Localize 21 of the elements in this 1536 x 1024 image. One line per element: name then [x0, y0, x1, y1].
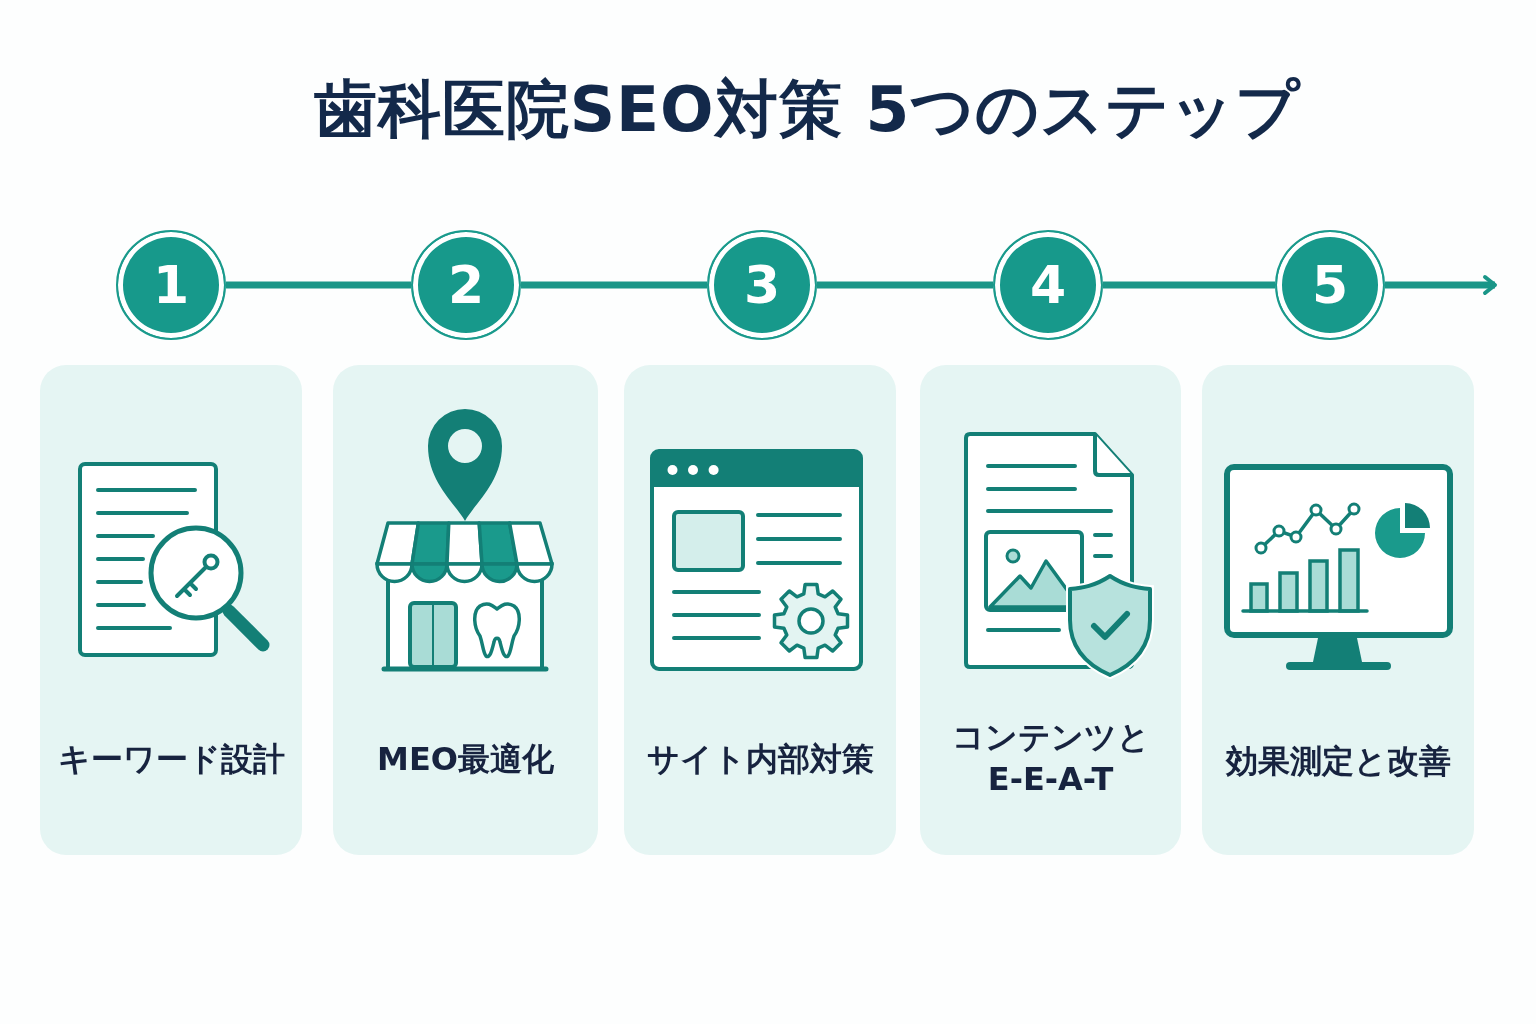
step-number-circle: 1	[116, 230, 226, 340]
connector-line	[817, 281, 993, 289]
step-card	[920, 365, 1181, 855]
step-label: コンテンツとE-E-A-T	[950, 717, 1151, 800]
step-label: サイト内部対策	[646, 739, 874, 781]
step-label: 効果測定と改善	[1225, 741, 1451, 783]
step-card	[1202, 365, 1474, 855]
title: 歯科医院SEO対策 5つのステップ	[313, 72, 1301, 148]
step-number-circle: 2	[411, 230, 521, 340]
step-label: キーワード設計	[57, 739, 285, 781]
connector-line	[521, 281, 707, 289]
connector-line	[1103, 281, 1275, 289]
arrow	[1385, 275, 1497, 295]
step-number-circle: 3	[707, 230, 817, 340]
step-card	[40, 365, 302, 855]
step-card	[624, 365, 896, 855]
connector-line	[226, 281, 411, 289]
step-number-circle: 4	[993, 230, 1103, 340]
step-number-circle: 5	[1275, 230, 1385, 340]
step-label: MEO最適化	[377, 739, 554, 781]
step-card	[333, 365, 598, 855]
